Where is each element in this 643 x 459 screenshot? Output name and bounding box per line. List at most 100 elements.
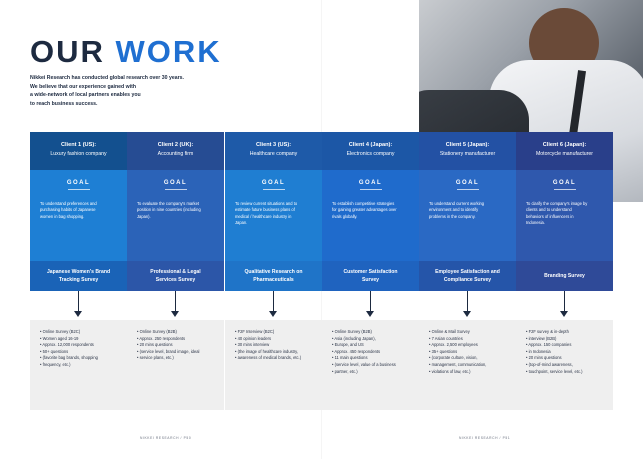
goal-text: estimate future business plans of [235, 207, 295, 213]
survey-title-line: Qualitative Research on [244, 268, 303, 275]
detail-item: Online Survey (B2C) [40, 329, 127, 336]
detail-item: F2F survey & in-depth [526, 329, 613, 336]
goal-text: position in nine countries (including [137, 207, 201, 213]
detail-item: Women aged 16-19 [40, 336, 127, 343]
survey-details: F2F survey & in-depthinterview (B2B)Appr… [516, 320, 613, 410]
survey-details: F2F Interview (B2C)40 opinion leaders30 … [225, 320, 322, 410]
goal-text: women in bag shopping. [40, 213, 85, 219]
goal-divider [359, 189, 382, 190]
down-arrow-icon [516, 291, 613, 320]
detail-item: Online Survey (B2B) [137, 329, 224, 336]
goal-text: purchasing habits of Japanese [40, 207, 96, 213]
client-description: Luxury fashion company [50, 151, 107, 157]
goal-text: To review current situations and to [235, 201, 298, 206]
goal-text: Japan). [137, 213, 151, 219]
detail-item: (top-of-mind awareness, [526, 362, 613, 369]
footer-left: NIKKEI RESEARCH / P50 [140, 436, 192, 440]
client-header: Client 4 (Japan):Electronics company [322, 132, 419, 170]
detail-item: (corporate culture, vision, [429, 355, 516, 362]
goal-label: GOAL [163, 180, 188, 186]
goal-label: GOAL [552, 180, 577, 186]
detail-item: 11 main questions [332, 355, 419, 362]
client-description: Motorcycle manufacturer [535, 151, 594, 157]
detail-item: (service level, value of a business [332, 362, 419, 369]
detail-item: frequency, etc.) [40, 362, 127, 369]
survey-details: Online & Mail Survey7 Asian countriesApp… [419, 320, 516, 410]
goal-text: To evaluate the company's market [137, 201, 199, 206]
survey-title-line: Japanese Women's Brand [46, 268, 111, 275]
client-description: Stationery manufacturer [439, 151, 496, 157]
goal-divider [262, 189, 285, 190]
survey-title: Branding Survey [516, 261, 613, 291]
footer-right: NIKKEI RESEARCH / P51 [459, 436, 511, 440]
down-arrow-icon [30, 291, 127, 320]
detail-item: Approx. 250 respondents [137, 336, 224, 343]
goal-label: GOAL [261, 180, 286, 186]
detail-item: 30 mins interview [235, 342, 322, 349]
detail-item: violations of law, etc.) [429, 369, 516, 376]
goal-text: To clarify the company's image by [526, 201, 588, 206]
survey-title-line: Survey [362, 277, 379, 283]
client-column-6: Client 6 (Japan): Motorcycle manufacturer… [516, 132, 613, 410]
survey-details: Online Survey (B2C)Women aged 16-19Appro… [30, 320, 127, 410]
page-title: OUR WORK [30, 34, 222, 70]
detail-item: 50+ questions [40, 349, 127, 356]
client-name: Client 6 (Japan): [542, 142, 587, 148]
detail-item: Approx. 12,000 respondents [40, 342, 127, 349]
client-description: Electronics company [346, 151, 395, 157]
client-header: Client 6 (Japan): Motorcycle manufacturer [516, 132, 613, 170]
client-header: Client 3 (US):Healthcare company [225, 132, 322, 170]
detail-item: partner, etc.) [332, 369, 419, 376]
intro-text: Nikkei Research has conducted global res… [30, 74, 270, 108]
intro-line: Nikkei Research has conducted global res… [30, 75, 184, 81]
goal-text: problems in the company. [429, 213, 476, 219]
down-arrow-icon [127, 291, 224, 320]
intro-line: to reach business success. [30, 100, 98, 107]
client-header: Client 1 (US):Luxury fashion company [30, 132, 127, 170]
goal-divider [164, 189, 187, 190]
survey-title-line: Employee Satisfaction and [435, 268, 500, 275]
survey-title-line: Pharmaceuticals [253, 277, 294, 283]
detail-item: Online Survey (B2B) [332, 329, 419, 336]
survey-details: Online Survey (B2B)Approx. 250 responden… [127, 320, 224, 410]
down-arrow-icon [322, 291, 419, 320]
detail-item: F2F Interview (B2C) [235, 329, 322, 336]
survey-details: Online Survey (B2B)Asia (including Japan… [322, 320, 419, 410]
detail-item: 20 mins questions [526, 355, 613, 362]
detail-item: (the image of healthcare industry, [235, 349, 322, 356]
survey-title-line: Professional & Legal [150, 268, 201, 275]
goal-text: rivals globally. [332, 213, 358, 219]
detail-item: Approx. 150 companies [526, 342, 613, 349]
goal-text: medical / healthcare industry in [235, 213, 292, 219]
title-word-our: OUR [30, 34, 105, 69]
intro-line: a wide-network of local partners enables… [30, 92, 141, 99]
detail-item: 20 mins questions [137, 342, 224, 349]
detail-item: 40 opinion leaders [235, 336, 322, 343]
detail-item: Online & Mail Survey [429, 329, 516, 336]
goal-text: To understand current working [429, 201, 485, 206]
goal-text: To understand preferences and [40, 201, 97, 206]
goal-label: GOAL [66, 180, 91, 186]
goal-text: To establish competitive strategies [332, 201, 395, 206]
detail-item: 7 Asian countries [429, 336, 516, 343]
detail-item: touchpoint, service level, etc.) [526, 369, 613, 376]
client-column-5: Client 5 (Japan):Stationery manufacturer… [419, 132, 516, 410]
survey-title-line: Services Survey [155, 277, 196, 283]
goal-text: behaviors of influencers in [526, 213, 574, 219]
detail-item: awareness of medical brands, etc.) [235, 355, 322, 362]
survey-title-line: Compliance Survey [443, 277, 492, 283]
goal-text: clients and to understand [526, 207, 572, 213]
detail-item: (service level, brand image, ideal [137, 349, 224, 356]
detail-item: Europe, and US [332, 342, 419, 349]
detail-item: interview (B2B) [526, 336, 613, 343]
client-description: Accounting firm [157, 151, 194, 157]
intro-line: We believe that our experience gained wi… [30, 83, 136, 90]
